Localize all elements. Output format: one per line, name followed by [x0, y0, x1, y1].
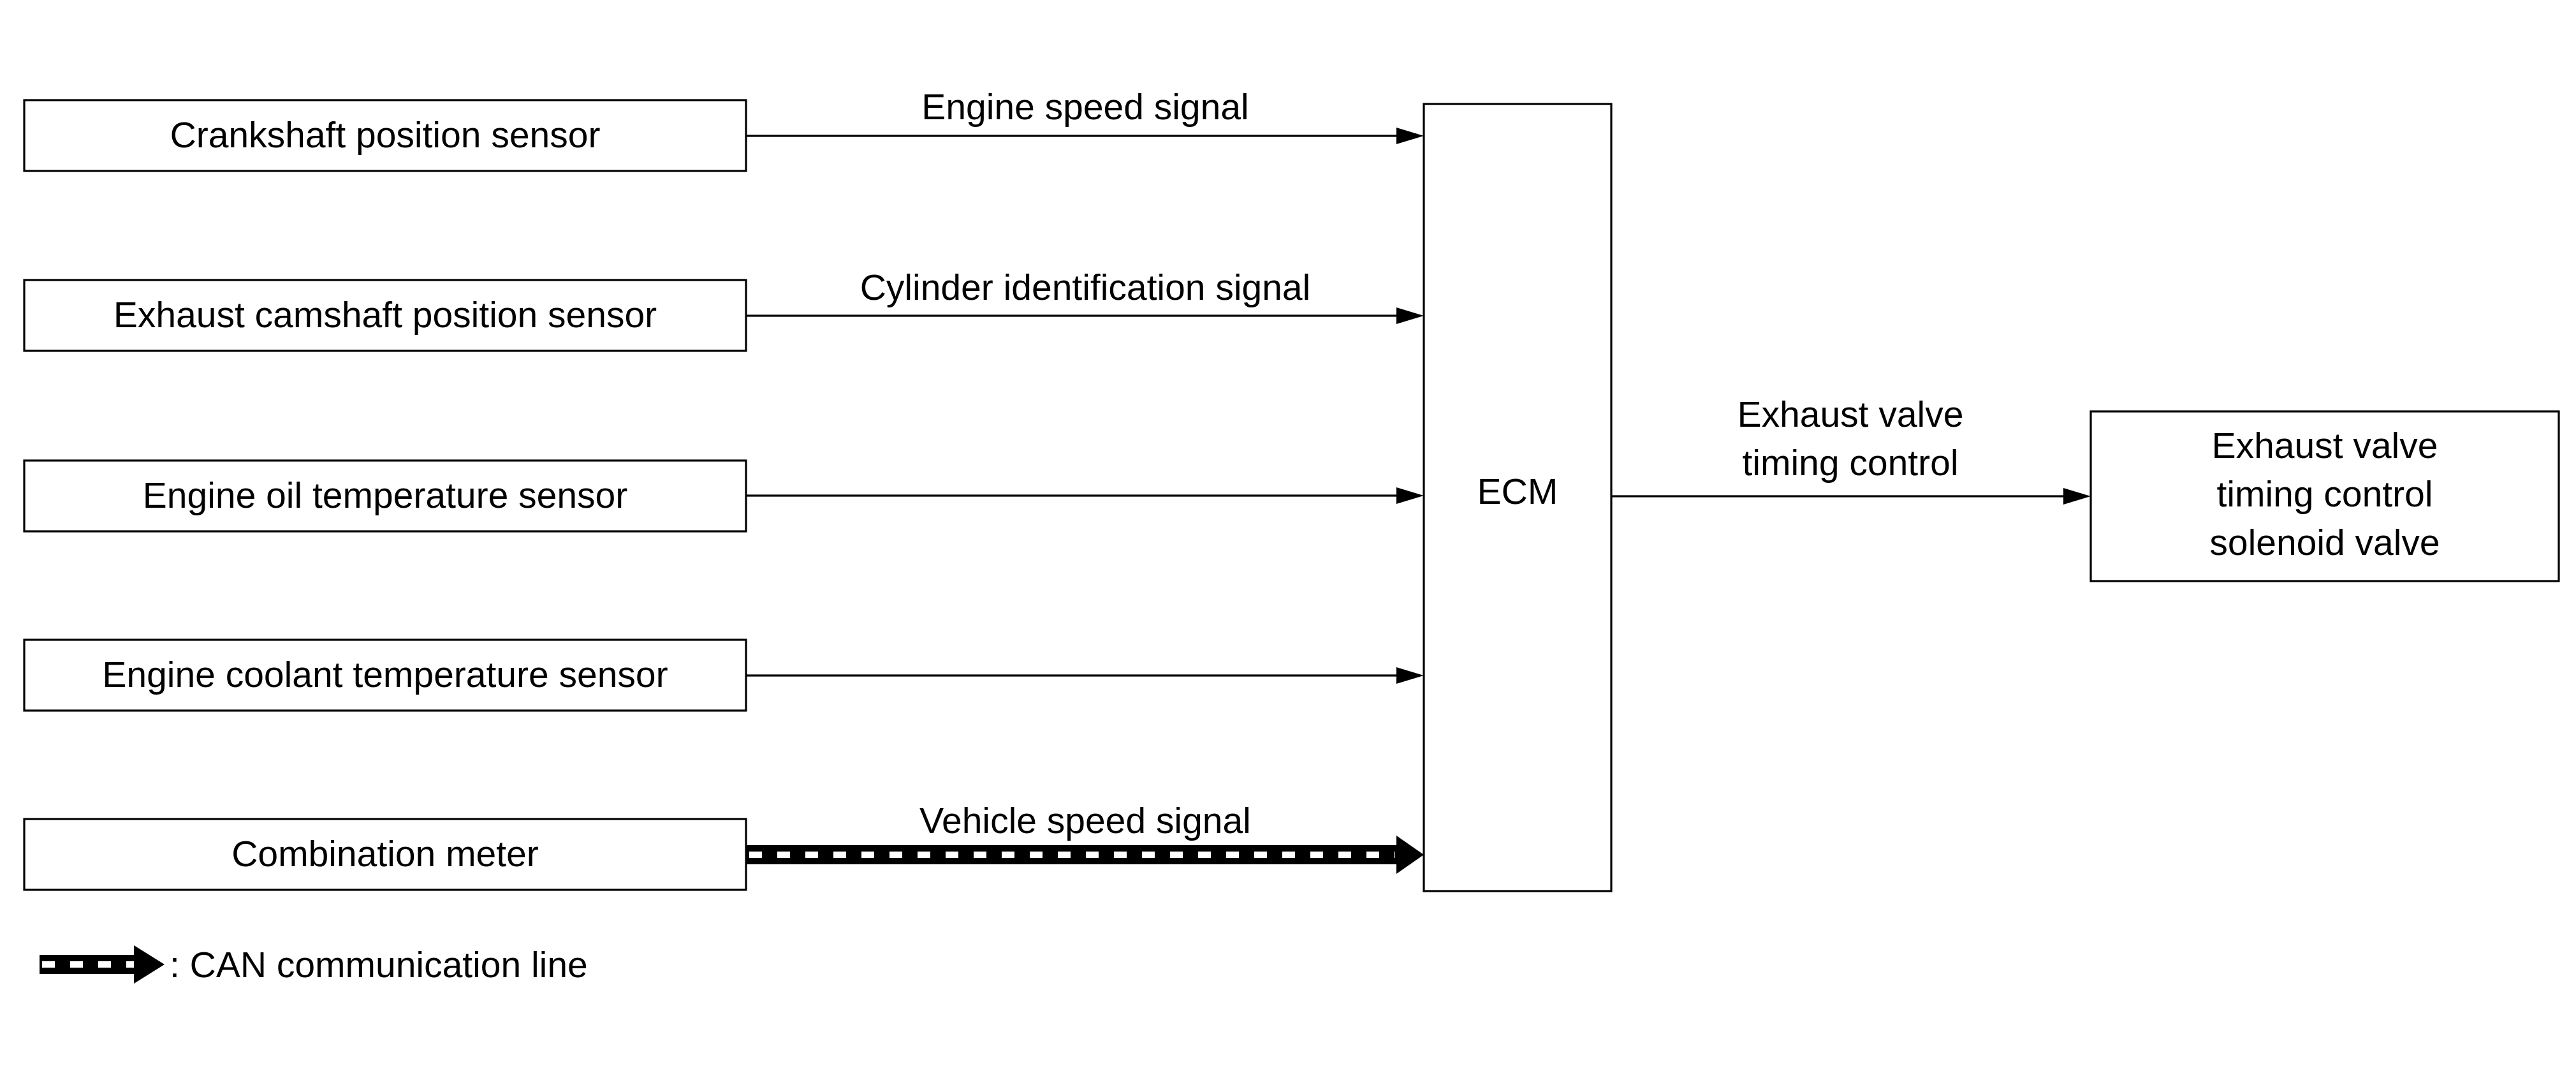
solenoid-valve-label-line3: solenoid valve — [2209, 522, 2440, 563]
engine-speed-signal-label: Engine speed signal — [921, 87, 1248, 128]
combination-meter-block: Combination meter — [23, 818, 747, 891]
can-line-legend-label: : CAN communication line — [170, 945, 588, 985]
crankshaft-sensor-label: Crankshaft position sensor — [170, 115, 601, 156]
ecm-box — [1423, 103, 1613, 892]
solenoid-valve-block: Exhaust valve timing control solenoid va… — [2089, 410, 2560, 582]
oil-temp-sensor-label: Engine oil temperature sensor — [143, 475, 627, 516]
cylinder-id-signal-arrow: Cylinder identification signal — [746, 267, 1424, 324]
oil-temp-sensor-block: Engine oil temperature sensor — [23, 459, 747, 533]
vehicle-speed-can-arrow: Vehicle speed signal — [746, 801, 1424, 874]
coolant-temp-sensor-box — [23, 638, 747, 712]
exhaust-valve-control-label-line2: timing control — [1743, 443, 1959, 483]
engine-speed-signal-arrow: Engine speed signal — [746, 87, 1424, 144]
can-line-legend-icon — [40, 945, 165, 984]
vehicle-speed-signal-label: Vehicle speed signal — [919, 801, 1251, 841]
oil-temp-signal-arrow — [746, 487, 1424, 504]
coolant-temp-sensor-block: Engine coolant temperature sensor — [23, 638, 747, 712]
solenoid-valve-label-line2: timing control — [2217, 474, 2433, 515]
ecm-label: ECM — [1477, 471, 1558, 512]
exhaust-cam-sensor-label: Exhaust camshaft position sensor — [113, 295, 657, 336]
solenoid-valve-box — [2089, 410, 2560, 582]
cylinder-id-signal-label: Cylinder identification signal — [860, 267, 1311, 308]
coolant-temp-signal-arrow — [746, 667, 1424, 684]
coolant-temp-sensor-label: Engine coolant temperature sensor — [102, 654, 668, 695]
exhaust-cam-sensor-block: Exhaust camshaft position sensor — [23, 279, 747, 352]
legend: : CAN communication line — [40, 945, 588, 985]
exhaust-cam-sensor-box — [23, 279, 747, 352]
exhaust-valve-control-arrow: Exhaust valve timing control — [1611, 394, 2091, 505]
oil-temp-sensor-box — [23, 459, 747, 533]
combination-meter-label: Combination meter — [231, 834, 539, 875]
combination-meter-box — [23, 818, 747, 891]
solenoid-valve-label-line1: Exhaust valve — [2212, 425, 2438, 466]
crankshaft-sensor-box — [23, 99, 747, 172]
ecm-block: ECM — [1423, 103, 1613, 892]
exhaust-valve-control-label-line1: Exhaust valve — [1738, 394, 1964, 435]
crankshaft-sensor-block: Crankshaft position sensor — [23, 99, 747, 172]
